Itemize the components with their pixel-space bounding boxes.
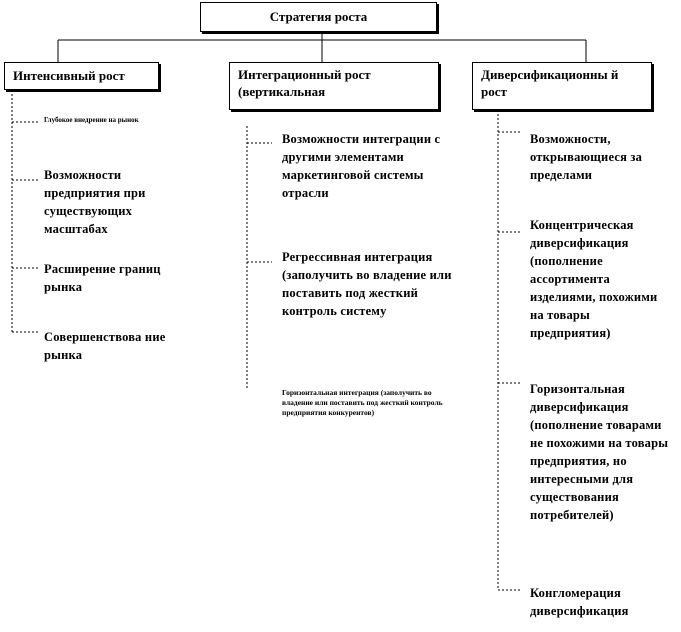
list-item: Конгломерация диверсификация <box>530 586 629 618</box>
column-title: Диверсификационны й рост <box>481 67 619 99</box>
list-item: Горизонтальная интеграция (заполучить во… <box>282 388 443 417</box>
column-title: Интеграционный рост (вертикальная <box>238 67 371 99</box>
list-item: Возможности предприятия при существующих… <box>44 168 146 236</box>
list-item: Регрессивная интеграция (заполучить во в… <box>282 250 452 318</box>
root-node: Стратегия роста <box>200 2 437 32</box>
column-title: Интенсивный рост <box>13 68 125 83</box>
list-item: Глубокое внедрение на рынок <box>44 116 139 124</box>
root-title: Стратегия роста <box>269 9 368 24</box>
list-item: Концентрическая диверсификация (пополнен… <box>530 218 658 340</box>
list-item: Возможности интеграции с другими элемент… <box>282 132 441 200</box>
column-header-integration: Интеграционный рост (вертикальная <box>229 62 439 110</box>
list-item: Возможности, открывающиеся за пределами <box>530 132 643 182</box>
column-header-diversification: Диверсификационны й рост <box>472 62 652 110</box>
list-item: Совершенствова ние рынка <box>44 330 166 362</box>
list-item: Горизонтальная диверсификация (пополнени… <box>530 382 669 522</box>
list-item: Расширение границ рынка <box>44 262 161 294</box>
column-header-intensive: Интенсивный рост <box>4 62 159 90</box>
